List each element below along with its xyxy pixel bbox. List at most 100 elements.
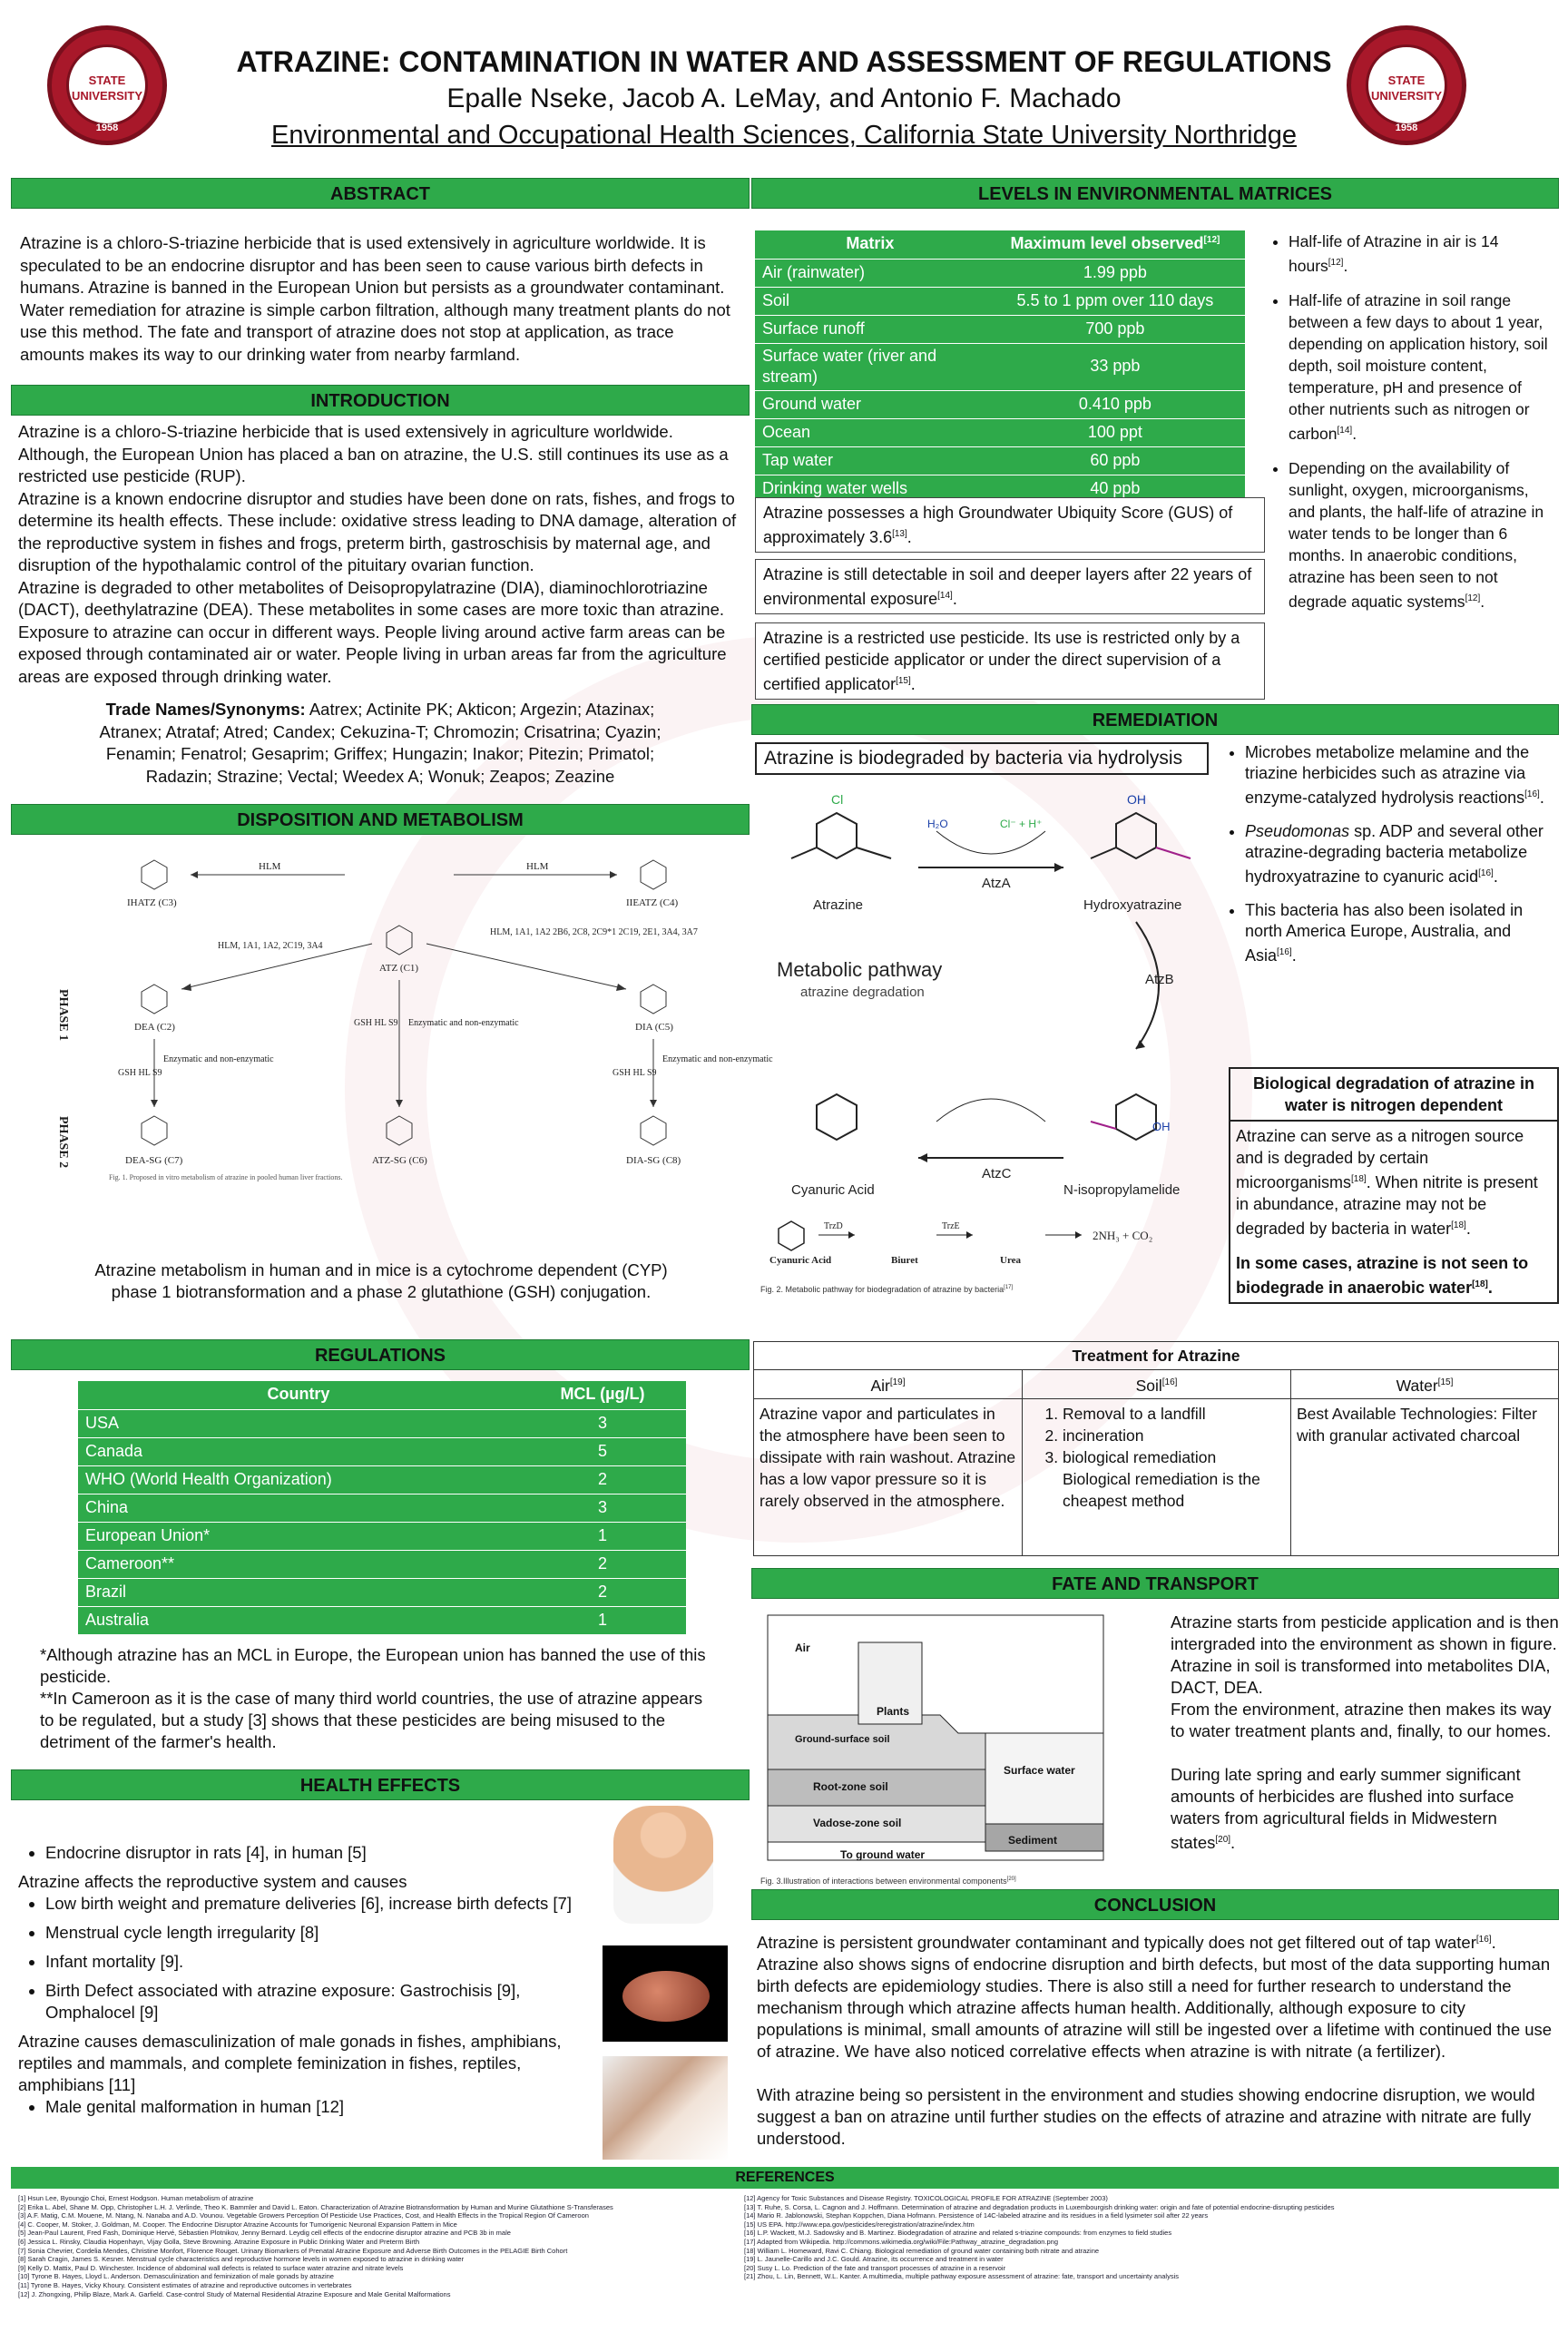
reference-item: [15] US EPA. http://www.epa.gov/pesticid…	[744, 2220, 975, 2229]
label-cyanuric-acid: Cyanuric Acid	[791, 1182, 875, 1198]
node-ihatz: IHATZ (C3)	[127, 897, 177, 908]
node-dia-sg: DIA-SG (C8)	[626, 1155, 681, 1166]
restricted-use-box: Atrazine is a restricted use pesticide. …	[755, 622, 1265, 700]
mcl-cell: 2	[518, 1465, 686, 1494]
country-cell: USA	[78, 1409, 519, 1438]
disposition-heading: DISPOSITION AND METABOLISM	[11, 804, 750, 835]
health-bullet: Male genital malformation in human [12]	[45, 2096, 599, 2118]
level-cell: 60 ppb	[985, 446, 1245, 475]
matrix-cell: Soil	[755, 287, 985, 316]
reference-item: [8] Sarah Cragin, James S. Kesner. Menst…	[18, 2255, 465, 2264]
country-cell: European Union*	[78, 1522, 519, 1551]
reference-item: [3] A.F. Matig, C.M. Mouene, M. Ntang, N…	[18, 2211, 589, 2220]
label-atzc: AtzC	[982, 1166, 1012, 1181]
note-cameroon: **In Cameroon as it is the case of many …	[40, 1689, 703, 1751]
label-hydroxyatrazine: Hydroxyatrazine	[1083, 897, 1181, 913]
reference-item: [13] T. Ruhe, S. Corsa, L. Cagnon and J.…	[744, 2202, 1335, 2211]
poster-affiliation: Environmental and Occupational Health Sc…	[271, 121, 1297, 150]
health-heading: HEALTH EFFECTS	[11, 1769, 750, 1800]
health-effects-list: Endocrine disruptor in rats [4], in huma…	[18, 1842, 599, 2125]
mcl-cell: 2	[518, 1550, 686, 1579]
reference-item: [10] Tyrone B. Hayes, Lloyd L. Anderson.…	[18, 2272, 334, 2281]
label-n-isopropylamelide: N-isopropylamelide	[1063, 1182, 1180, 1198]
label-metabolic-pathway: Metabolic pathway	[777, 958, 942, 981]
intro-paragraph-2: Atrazine is a known endocrine disruptor …	[18, 488, 737, 575]
biodegradation-figure: Cl Atrazine OH Hydroxyatrazine H₂O Cl⁻ +…	[755, 777, 1209, 1267]
reference-item: [7] Sonia Chevrier, Cordelia Mendes, Chr…	[18, 2246, 568, 2255]
label-gsh-right: GSH HL S9	[612, 1068, 657, 1078]
table-row: Surface water (river and stream)33 ppb	[755, 343, 1245, 391]
table-row: WHO (World Health Organization)2	[78, 1465, 686, 1494]
mcl-cell: 1	[518, 1522, 686, 1551]
level-cell: 100 ppt	[985, 418, 1245, 447]
phase2-label: PHASE 2	[56, 1116, 70, 1168]
label-atza: AtzA	[982, 876, 1011, 891]
reference-item: [5] Jean-Paul Laurent, Fred Fash, Domini…	[18, 2229, 511, 2238]
references-left: [1] Hsun Lee, Byoungjo Choi, Ernest Hodg…	[18, 2194, 735, 2298]
soil-item: biological remediation	[1063, 1446, 1285, 1468]
intro-paragraph-1: Atrazine is a chloro-S-triazine herbicid…	[18, 422, 729, 485]
matrix-cell: Surface water (river and stream)	[755, 343, 985, 391]
node-atz: ATZ (C1)	[379, 963, 418, 974]
reference-item: [20] Susy L. Lo. Prediction of the fate …	[744, 2263, 1006, 2272]
university-seal-right: STATE UNIVERSITY 1958	[1347, 25, 1466, 145]
node-dea: DEA (C2)	[134, 1022, 175, 1033]
table-row: Cameroon**2	[78, 1550, 686, 1579]
half-life-soil: Half-life of atrazine in soil range betw…	[1289, 289, 1559, 445]
matrix-cell: Air (rainwater)	[755, 259, 985, 288]
reference-item: [18] William L. Homeward, Ravi C. Chiang…	[744, 2246, 1100, 2255]
remediation-heading: REMEDIATION	[751, 704, 1559, 735]
mcl-cell: 3	[518, 1409, 686, 1438]
reference-item: [2] Erika L. Abel, Shane M. Opp, Christo…	[18, 2202, 613, 2211]
health-bullet: Low birth weight and premature deliverie…	[45, 1893, 599, 1915]
nitrogen-box-title: Biological degradation of atrazine in wa…	[1230, 1069, 1557, 1122]
metabolism-caption: Fig. 1. Proposed in vitro metabolism of …	[109, 1173, 343, 1181]
country-cell: WHO (World Health Organization)	[78, 1465, 519, 1494]
label-urea: Urea	[1000, 1255, 1022, 1266]
remediation-bullet: Microbes metabolize melamine and the tri…	[1245, 742, 1559, 808]
treatment-soil-header: Soil[16]	[1023, 1370, 1291, 1398]
label-cyp-left: HLM, 1A1, 1A2, 2C19, 3A4	[218, 941, 323, 951]
label-atrazine-degradation: atrazine degradation	[800, 985, 925, 1000]
regulations-notes: *Although atrazine has an MCL in Europe,…	[40, 1644, 711, 1753]
remediation-bullet: Pseudomonas sp. ADP and several other at…	[1245, 821, 1559, 887]
fate-text: Atrazine starts from pesticide applicati…	[1171, 1612, 1559, 1854]
mcl-cell: 2	[518, 1578, 686, 1607]
metabolism-figure: PHASE 1 PHASE 2 IHATZ (C3) IIEATZ (C4) A…	[54, 844, 773, 1225]
metabolism-diagram: PHASE 1 PHASE 2 IHATZ (C3) IIEATZ (C4) A…	[56, 859, 773, 1181]
treatment-water-header: Water[15]	[1396, 1376, 1454, 1395]
label-trze: TrzE	[942, 1221, 960, 1231]
soil-item: Removal to a landfill	[1063, 1403, 1285, 1425]
half-life-water: Depending on the availability of sunligh…	[1289, 457, 1559, 612]
biodegradation-diagram: Cl Atrazine OH Hydroxyatrazine H₂O Cl⁻ +…	[769, 792, 1191, 1266]
half-life-air: Half-life of Atrazine in air is 14 hours…	[1289, 230, 1559, 277]
trade-names: Trade Names/Synonyms: Aatrex; Actinite P…	[18, 699, 742, 788]
abstract-heading: ABSTRACT	[11, 178, 750, 209]
treatment-air-header: Air[19]	[754, 1370, 1023, 1398]
label-gsh-left: GSH HL S9	[118, 1068, 162, 1078]
label-cl-h: Cl⁻ + H⁺	[1000, 818, 1042, 830]
health-bullet: Birth Defect associated with atrazine ex…	[45, 1980, 599, 2024]
soil-note: Biological remediation is the cheapest m…	[1063, 1469, 1260, 1510]
fate-paragraph-2: From the environment, atrazine then make…	[1171, 1700, 1552, 1740]
nitrogen-box: Biological degradation of atrazine in wa…	[1229, 1067, 1559, 1304]
matrix-cell: Ocean	[755, 418, 985, 447]
baby-photo	[613, 1806, 713, 1924]
reference-item: [19] L. Jaunelle-Carillo and J.C. Gould.…	[744, 2255, 1004, 2264]
svg-text:Cl: Cl	[831, 792, 843, 807]
soil-detect-box: Atrazine is still detectable in soil and…	[755, 559, 1265, 614]
introduction-body: Atrazine is a chloro-S-triazine herbicid…	[18, 421, 742, 788]
treatment-water-cell: Best Available Technologies: Filter with…	[1297, 1404, 1537, 1445]
reference-item: [11] Tyrone B. Hayes, Vicky Khoury. Cons…	[18, 2280, 352, 2289]
mcl-cell: 1	[518, 1606, 686, 1635]
matrix-cell: Tap water	[755, 446, 985, 475]
phase1-label: PHASE 1	[56, 989, 70, 1041]
mcl-cell: 3	[518, 1494, 686, 1523]
trade-names-label: Trade Names/Synonyms:	[105, 700, 306, 719]
node-dea-sg: DEA-SG (C7)	[125, 1155, 183, 1166]
